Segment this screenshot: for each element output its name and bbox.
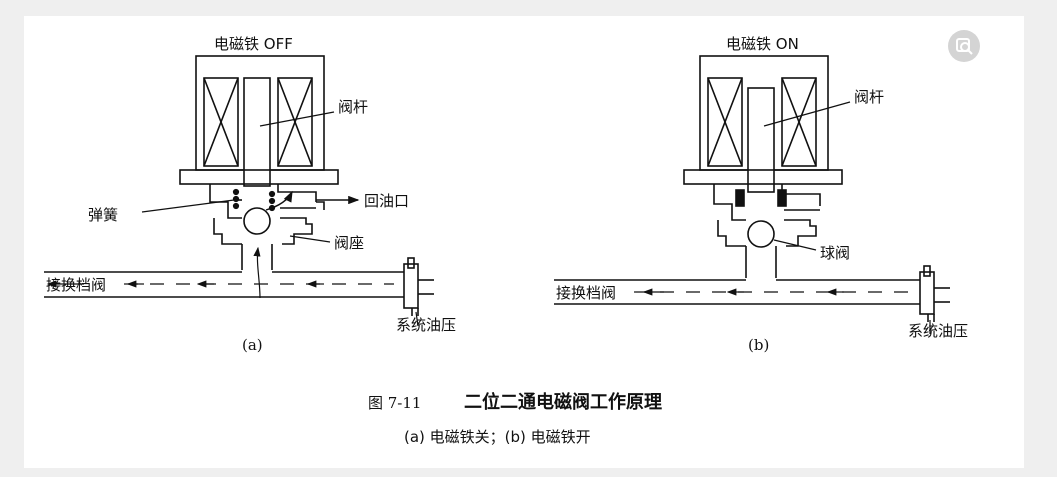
- ball-valve-a: [243, 207, 271, 235]
- diagram-canvas: 电磁铁 OFF 阀杆 弹簧 回油口 阀座 接换档阀 系统油压 (a): [44, 35, 968, 446]
- image-search-icon[interactable]: [948, 30, 980, 62]
- figure-subtitle: (a) 电磁铁关；(b) 电磁铁开: [404, 428, 591, 446]
- label-valve-seat-a: 阀座: [334, 234, 364, 252]
- label-return-port-a: 回油口: [364, 192, 409, 210]
- panel-b: [554, 55, 950, 334]
- figure-number: 图 7-11: [368, 394, 421, 412]
- solenoid-coil-b: [699, 55, 829, 171]
- flow-arrows-a: [46, 246, 394, 299]
- spring-b: [735, 189, 787, 207]
- label-shift-valve-b: 接换档阀: [556, 284, 616, 302]
- ball-valve-b: [747, 220, 775, 248]
- figure-sheet: 电磁铁 OFF 阀杆 弹簧 回油口 阀座 接换档阀 系统油压 (a): [24, 16, 1024, 468]
- panel-a-title: 电磁铁 OFF: [214, 35, 293, 53]
- flange-a: [179, 169, 339, 185]
- label-system-pressure-a: 系统油压: [396, 316, 456, 334]
- figure-title: 二位二通电磁阀工作原理: [464, 391, 662, 413]
- label-system-pressure-b: 系统油压: [908, 322, 968, 340]
- label-ball-valve-b: 球阀: [820, 244, 850, 262]
- valve-stem-a: [243, 77, 271, 187]
- label-spring-a: 弹簧: [88, 206, 118, 224]
- valve-stem-b: [747, 87, 775, 193]
- spring-a: [232, 188, 276, 212]
- valve-body-b: [713, 184, 821, 247]
- panel-b-title: 电磁铁 ON: [726, 35, 799, 53]
- label-valve-stem-b: 阀杆: [854, 88, 884, 106]
- panel-b-tag: (b): [748, 336, 769, 354]
- label-shift-valve-a: 接换档阀: [46, 276, 106, 294]
- flange-b: [683, 169, 843, 185]
- panel-a-tag: (a): [242, 336, 263, 354]
- oil-pipe-b: [554, 265, 950, 322]
- panel-a: [44, 55, 434, 327]
- oil-pipe-a: [44, 257, 434, 316]
- label-valve-stem-a: 阀杆: [338, 98, 368, 116]
